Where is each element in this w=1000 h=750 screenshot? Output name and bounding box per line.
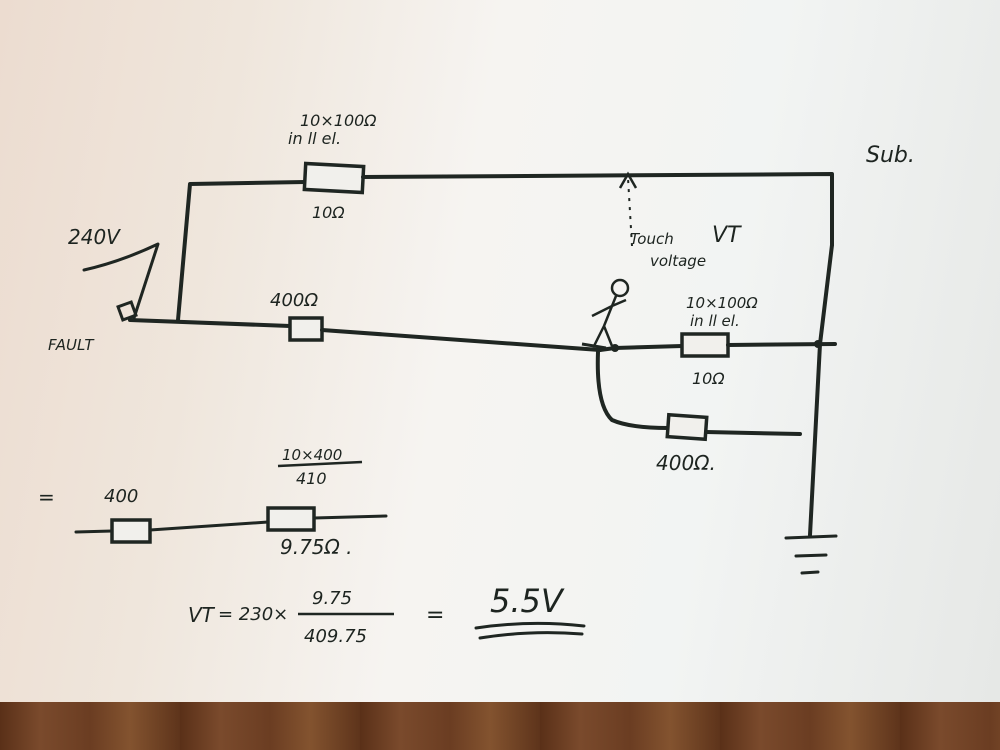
earth-ground-icon [784, 534, 838, 575]
substation-earth [784, 243, 838, 575]
wooden-desk [0, 702, 1000, 750]
right-resistor-value: 10Ω [692, 369, 725, 388]
eq-parallel-result: 9.75Ω . [280, 535, 353, 559]
equation-equals: = [426, 603, 444, 628]
right-resistor-spec: 10×100Ω [686, 294, 758, 312]
top-resistor-value: 10Ω [312, 203, 345, 222]
eq-parallel-resistor [266, 506, 316, 532]
result-underline [474, 621, 586, 640]
fault-point [116, 300, 138, 322]
touch-label: Touch [630, 230, 674, 248]
arrow-up-icon [618, 171, 638, 189]
lower-resistor [665, 412, 709, 442]
equation-numerator: 9.75 [312, 588, 352, 609]
right-resistor-parallel: in ll el. [690, 312, 740, 330]
main-line: 400Ω [128, 290, 602, 352]
lower-resistor-value: 400Ω. [656, 451, 716, 475]
top-resistor-parallel: in ll el. [288, 129, 341, 148]
substation-label: Sub. [866, 143, 915, 168]
line-resistor-label: 400Ω [270, 290, 318, 311]
eq-fraction-bar [277, 460, 363, 468]
main-line-right [320, 328, 602, 352]
earth-down-wire [808, 243, 834, 537]
source-voltage-label: 240V [68, 225, 121, 249]
touch-voltage: Touch voltage VT [581, 171, 742, 350]
vt-symbol: VT [712, 223, 742, 248]
right-branches: 10×100Ω in ll el. 10Ω 400Ω. [595, 294, 837, 475]
equation-factor: = 230× [218, 604, 288, 625]
eq-parallel-denominator: 410 [296, 469, 327, 488]
fault-label: FAULT [48, 336, 95, 354]
equivalent-equals: = [38, 485, 55, 509]
equation-result: 5.5V [490, 582, 565, 620]
source-fault: 240V FAULT [48, 225, 160, 354]
main-line-left [128, 318, 292, 328]
eq-series-resistor [110, 518, 152, 544]
top-branch: 10×100Ω in ll el. 10Ω Sub. [176, 111, 915, 322]
top-right-wire [361, 172, 834, 247]
top-left-wire [176, 180, 307, 322]
right-resistor [680, 332, 730, 358]
eq-wire-left [74, 529, 114, 534]
equation-lhs: VT [188, 603, 216, 627]
eq-series-label: 400 [104, 486, 138, 507]
top-resistor-spec: 10×100Ω [300, 111, 377, 130]
paper-sheet [0, 0, 1000, 702]
touch-voltage-equation: VT = 230× 9.75 409.75 = 5.5V [188, 582, 586, 647]
junction-dot [611, 344, 619, 352]
eq-parallel-numerator: 10×400 [282, 446, 342, 464]
lower-branch-wire [595, 350, 670, 430]
lower-branch-right-wire [704, 430, 802, 436]
line-resistor [288, 316, 324, 342]
source-lead [82, 242, 160, 320]
person-icon [581, 278, 630, 350]
circuit-sketch: 10×100Ω in ll el. 10Ω Sub. 240V FAULT 40… [38, 111, 915, 647]
eq-wire-right [312, 514, 388, 520]
top-resistor [302, 161, 366, 195]
equation-denominator: 409.75 [304, 626, 367, 647]
eq-wire-mid [148, 520, 270, 532]
equivalent-circuit: = 400 10×400 410 9.75Ω . [38, 446, 388, 559]
voltage-label: voltage [650, 252, 706, 270]
touch-dotted-line [627, 177, 633, 247]
